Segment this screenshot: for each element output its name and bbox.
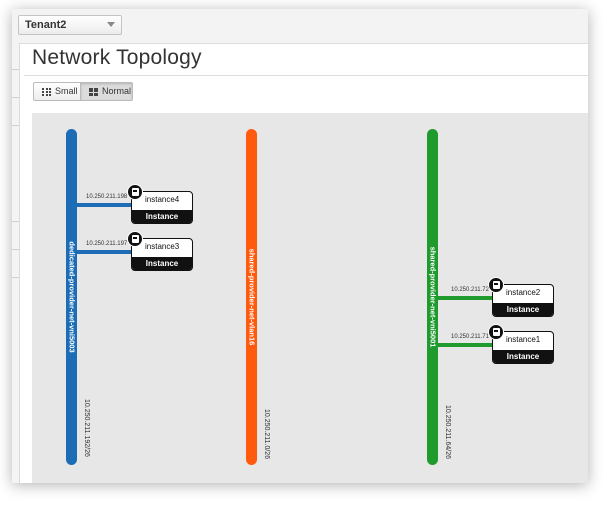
- instance-node[interactable]: instance1 Instance: [492, 331, 554, 364]
- normal-view-button[interactable]: Normal: [80, 82, 133, 101]
- instance-type: Instance: [493, 350, 553, 363]
- small-view-label: Small: [55, 86, 78, 96]
- port-link: [76, 203, 134, 207]
- network-name: shared-provider-net-vni5001: [428, 246, 437, 348]
- server-icon: [127, 231, 143, 247]
- topology-canvas: dedicated-provider-net-vni5003 10.250.21…: [32, 113, 588, 483]
- instance-type: Instance: [132, 257, 192, 270]
- page-title: Network Topology: [32, 46, 202, 69]
- port-link: [437, 296, 495, 300]
- network-cidr: 10.250.211.192/26: [83, 399, 90, 457]
- port-ip: 10.250.211.72: [451, 287, 489, 293]
- top-bar: Tenant2: [12, 9, 588, 44]
- normal-view-label: Normal: [102, 86, 132, 96]
- sidebar-divider: [12, 125, 19, 126]
- network-name: dedicated-provider-net-vni5003: [67, 241, 76, 353]
- network-bar[interactable]: shared-provider-net-vlan16: [246, 129, 257, 465]
- instance-name: instance4: [145, 195, 180, 204]
- tenant-label: Tenant2: [25, 19, 67, 31]
- sidebar-divider: [12, 221, 19, 222]
- instance-node[interactable]: instance4 Instance: [131, 191, 193, 224]
- port-ip: 10.250.211.198: [86, 194, 128, 200]
- grid-small-icon: [42, 88, 51, 96]
- instance-node[interactable]: instance3 Instance: [131, 238, 193, 271]
- network-bar[interactable]: dedicated-provider-net-vni5003: [66, 129, 77, 465]
- server-icon: [488, 277, 504, 293]
- network-cidr: 10.250.211.0/26: [263, 409, 270, 460]
- server-icon: [488, 324, 504, 340]
- instance-type: Instance: [493, 303, 553, 316]
- instance-type: Instance: [132, 210, 192, 223]
- network-cidr: 10.250.211.64/26: [444, 405, 451, 459]
- title-divider: [24, 75, 588, 76]
- chevron-down-icon: [107, 22, 115, 27]
- instance-name: instance2: [506, 288, 541, 297]
- port-link: [76, 250, 134, 254]
- port-ip: 10.250.211.197: [86, 241, 128, 247]
- port-ip: 10.250.211.71: [451, 334, 489, 340]
- network-name: shared-provider-net-vlan16: [247, 248, 256, 346]
- tenant-dropdown[interactable]: Tenant2: [18, 15, 122, 35]
- instance-name: instance3: [145, 242, 180, 251]
- small-view-button[interactable]: Small: [33, 82, 81, 101]
- instance-name: instance1: [506, 335, 541, 344]
- grid-large-icon: [89, 88, 98, 96]
- port-link: [437, 343, 495, 347]
- network-bar[interactable]: shared-provider-net-vni5001: [427, 129, 438, 465]
- sidebar-divider: [12, 97, 19, 98]
- app-window: Tenant2 Network Topology Small: [12, 9, 588, 483]
- server-icon: [127, 184, 143, 200]
- sidebar-divider: [12, 277, 19, 278]
- sidebar-divider: [12, 249, 19, 250]
- sidebar: [12, 43, 20, 483]
- sidebar-divider: [12, 69, 19, 70]
